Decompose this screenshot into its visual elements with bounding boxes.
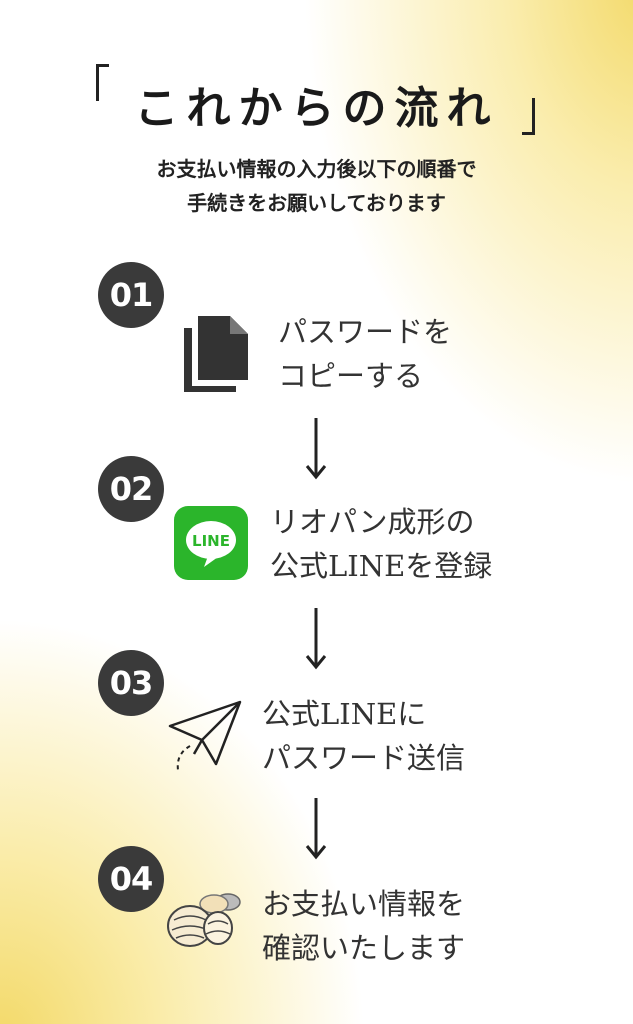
subtitle: お支払い情報の入力後以下の順番で 手続きをお願いしております bbox=[0, 152, 633, 220]
step-4-text: お支払い情報を 確認いたします bbox=[262, 882, 465, 970]
step-3-line-2: パスワード送信 bbox=[262, 741, 466, 775]
page-title: これからの流れ bbox=[134, 83, 499, 134]
step-3-text: 公式LINEに パスワード送信 bbox=[262, 692, 465, 780]
arrow-down-icon bbox=[305, 798, 327, 860]
subtitle-line-1: お支払い情報の入力後以下の順番で bbox=[156, 157, 477, 181]
step-2-line-2: 公式LINEを登録 bbox=[270, 549, 493, 583]
title-close-bracket bbox=[522, 98, 535, 135]
step-2-number: 02 bbox=[98, 456, 164, 522]
step-1-line-1: パスワードを bbox=[278, 315, 453, 349]
step-2-line-1: リオパン成形の bbox=[270, 505, 475, 539]
subtitle-line-2: 手続きをお願いしております bbox=[187, 191, 446, 215]
step-1-line-2: コピーする bbox=[278, 359, 424, 393]
copy-documents-icon bbox=[184, 316, 248, 392]
arrow-down-icon bbox=[305, 418, 327, 480]
title-open-bracket bbox=[96, 64, 109, 101]
line-app-icon: LINE bbox=[174, 506, 248, 580]
step-4-line-2: 確認いたします bbox=[262, 931, 466, 965]
paper-plane-icon bbox=[168, 700, 242, 771]
step-1-number: 01 bbox=[98, 262, 164, 328]
step-4-line-1: お支払い情報を bbox=[262, 887, 466, 921]
title-block: これからの流れ bbox=[0, 60, 633, 140]
step-4-number: 04 bbox=[98, 846, 164, 912]
step-1-text: パスワードを コピーする bbox=[278, 310, 452, 398]
step-2-text: リオパン成形の 公式LINEを登録 bbox=[270, 500, 492, 588]
step-3-number: 03 bbox=[98, 650, 164, 716]
step-3-line-1: 公式LINEに bbox=[262, 697, 427, 731]
arrow-down-icon bbox=[305, 608, 327, 670]
bread-rolls-icon bbox=[167, 893, 241, 947]
line-icon-label: LINE bbox=[192, 532, 230, 550]
